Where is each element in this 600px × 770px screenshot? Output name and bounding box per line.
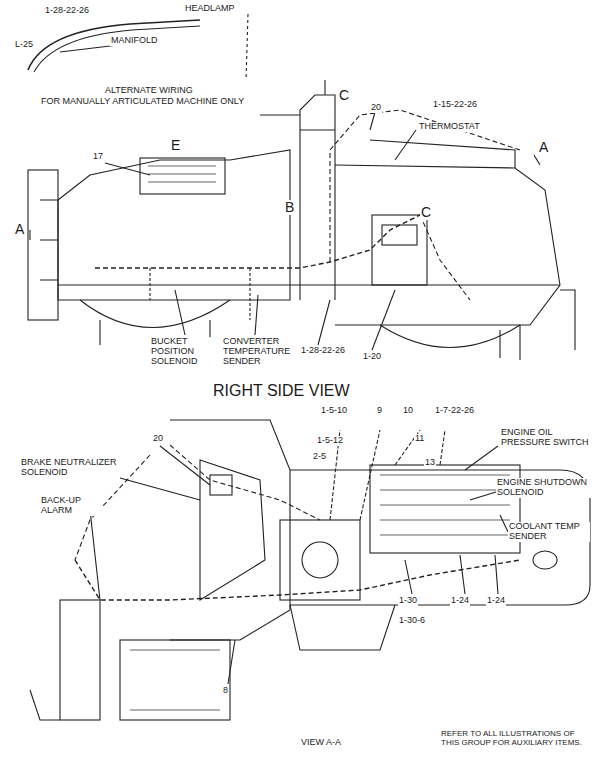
callout-number: 9 [376,406,383,416]
part-label: L-25 [14,40,34,50]
callout-number: 20 [370,103,382,113]
part-label: ALTERNATE WIRING [104,86,194,96]
part-label: BRAKE NEUTRALIZER SOLENOID [20,458,118,478]
part-label: 1-24 [450,596,470,606]
part-label: 1-7-22-26 [434,406,475,416]
part-label: ENGINE SHUTDOWN SOLENOID [496,478,594,498]
part-label: BACK-UP ALARM [40,496,102,516]
part-label: 1-5-12 [316,436,344,446]
callout-number: 17 [92,152,104,162]
part-label: 1-24 [486,596,506,606]
part-label: 1-30-6 [398,616,426,626]
part-label: 1-28-22-26 [300,346,346,356]
part-label: RIGHT SIDE VIEW [212,382,351,400]
callout-number: 8 [222,686,229,696]
part-label: 1-28-22-26 [44,6,90,16]
callout-number: A [14,222,25,237]
part-label: HEADLAMP [184,4,236,14]
callout-number: C [338,88,350,103]
part-label: COOLANT TEMP SENDER [508,522,590,542]
part-label: 1-15-22-26 [432,100,478,110]
callout-number: C [420,205,432,220]
part-label: ENGINE OIL PRESSURE SWITCH [500,428,594,448]
callout-number: 11 [414,434,425,444]
part-label: THERMOSTAT [418,122,481,132]
callout-number: 13 [424,458,436,468]
part-label: MANIFOLD [110,36,159,46]
callout-number: 2-5 [312,452,327,462]
part-label: 1-5-10 [320,406,348,416]
part-label: FOR MANUALLY ARTICULATED MACHINE ONLY [40,97,245,107]
part-label: BUCKET POSITION SOLENOID [150,337,214,367]
callout-number: 20 [152,434,164,444]
part-label: CONVERTER TEMPERATURE SENDER [222,337,304,367]
part-label: 1-30 [398,596,418,606]
callout-number: 10 [402,406,414,416]
callout-number: E [170,138,181,153]
part-label: 1-20 [362,352,382,362]
part-label: VIEW A-A [300,738,342,748]
callout-number: A [538,140,549,155]
callout-number: B [284,200,295,215]
part-label: REFER TO ALL ILLUSTRATIONS OF THIS GROUP… [440,730,592,748]
